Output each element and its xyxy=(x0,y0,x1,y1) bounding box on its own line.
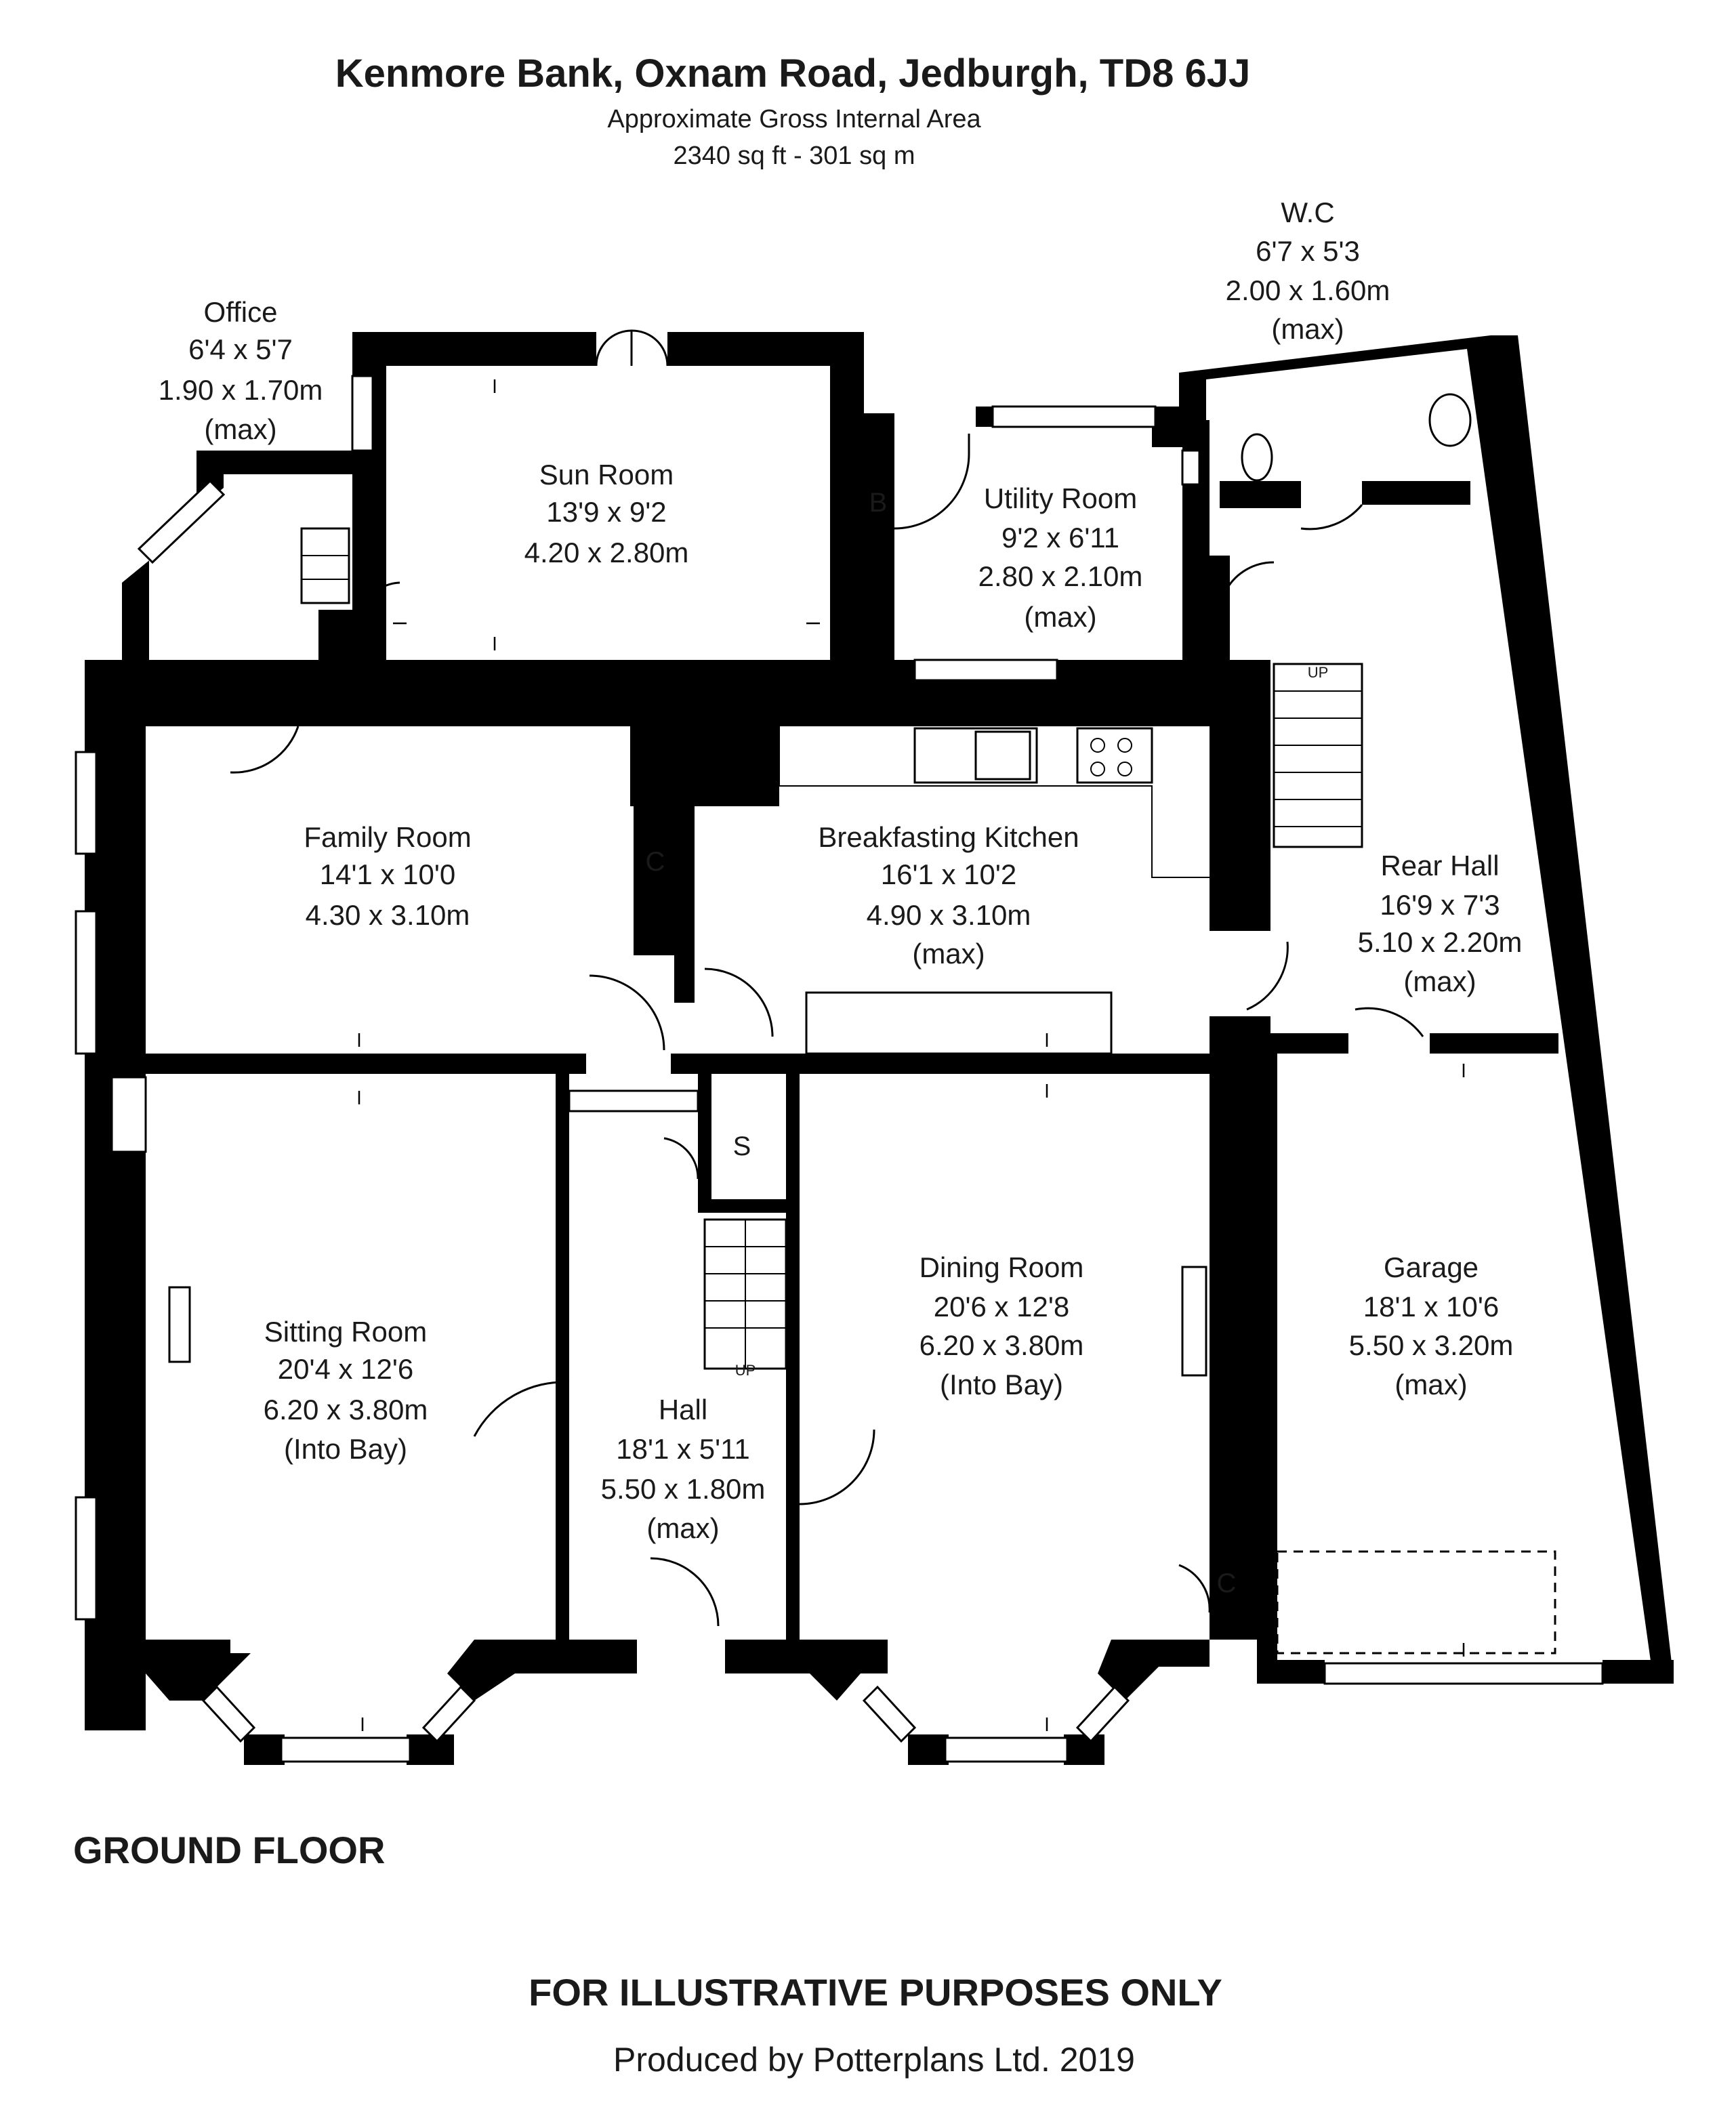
rear-stairs-up-label: UP xyxy=(1308,664,1329,681)
room-metric: 2.00 x 1.60m xyxy=(1226,274,1390,306)
room-note: (Into Bay) xyxy=(284,1433,407,1465)
room-garage: Garage 18'1 x 10'6 5.50 x 3.20m (max) xyxy=(1349,1251,1514,1400)
room-name: Sun Room xyxy=(539,459,674,491)
room-hall: Hall 18'1 x 5'11 5.50 x 1.80m (max) xyxy=(601,1394,766,1544)
room-metric: 4.90 x 3.10m xyxy=(867,899,1031,931)
room-metric: 6.20 x 3.80m xyxy=(264,1394,428,1426)
room-breakfasting-kitchen: Breakfasting Kitchen 16'1 x 10'2 4.90 x … xyxy=(818,821,1079,970)
disclaimer: FOR ILLUSTRATIVE PURPOSES ONLY xyxy=(529,1971,1222,2014)
room-metric: 4.20 x 2.80m xyxy=(524,537,689,568)
room-office: Office 6'4 x 5'7 1.90 x 1.70m (max) xyxy=(159,296,323,445)
plan-title: Kenmore Bank, Oxnam Road, Jedburgh, TD8 … xyxy=(335,51,1250,96)
hall-stairs-up-label: UP xyxy=(735,1362,756,1379)
room-note: (max) xyxy=(1271,313,1344,345)
room-name: Utility Room xyxy=(984,482,1137,514)
plan-area: 2340 sq ft - 301 sq m xyxy=(674,142,915,170)
room-note: (max) xyxy=(204,413,276,445)
room-note: (max) xyxy=(912,938,985,970)
room-imperial: 6'7 x 5'3 xyxy=(1256,235,1360,267)
room-note: (max) xyxy=(1024,601,1096,633)
room-metric: 5.50 x 3.20m xyxy=(1349,1329,1514,1361)
windows-and-doors xyxy=(75,329,1604,1763)
family-cupboard-label: C xyxy=(646,847,665,877)
room-note: (max) xyxy=(1403,965,1476,997)
dimension-ticks xyxy=(358,379,1465,1731)
room-metric: 2.80 x 2.10m xyxy=(978,560,1143,592)
room-name: Rear Hall xyxy=(1380,850,1499,881)
room-metric: 1.90 x 1.70m xyxy=(159,374,323,406)
room-name: Office xyxy=(204,296,278,328)
room-note: (max) xyxy=(1394,1369,1467,1400)
room-imperial: 14'1 x 10'0 xyxy=(320,858,456,890)
room-name: Breakfasting Kitchen xyxy=(818,821,1079,853)
floor-label: GROUND FLOOR xyxy=(73,1829,385,1871)
producer-credit: Produced by Potterplans Ltd. 2019 xyxy=(613,2041,1135,2079)
room-imperial: 20'4 x 12'6 xyxy=(278,1353,414,1385)
room-dining-room: Dining Room 20'6 x 12'8 6.20 x 3.80m (In… xyxy=(919,1251,1084,1400)
room-sitting-room: Sitting Room 20'4 x 12'6 6.20 x 3.80m (I… xyxy=(264,1316,428,1465)
room-imperial: 16'1 x 10'2 xyxy=(881,858,1017,890)
room-imperial: 13'9 x 9'2 xyxy=(546,496,666,528)
plan-subtitle: Approximate Gross Internal Area xyxy=(607,105,981,133)
room-name: Family Room xyxy=(304,821,471,853)
room-name: Dining Room xyxy=(919,1251,1084,1283)
room-wc: W.C 6'7 x 5'3 2.00 x 1.60m (max) xyxy=(1226,196,1390,345)
room-family-room: Family Room 14'1 x 10'0 4.30 x 3.10m xyxy=(304,821,471,931)
room-imperial: 16'9 x 7'3 xyxy=(1380,889,1500,921)
room-name: Hall xyxy=(659,1394,707,1426)
room-metric: 4.30 x 3.10m xyxy=(306,899,470,931)
room-name: Sitting Room xyxy=(264,1316,427,1348)
boiler-label: B xyxy=(869,488,888,518)
room-imperial: 18'1 x 5'11 xyxy=(616,1433,749,1465)
room-metric: 6.20 x 3.80m xyxy=(919,1329,1084,1361)
room-imperial: 9'2 x 6'11 xyxy=(1001,522,1119,554)
dining-cupboard-label: C xyxy=(1217,1568,1237,1598)
room-name: Garage xyxy=(1384,1251,1479,1283)
store-label: S xyxy=(733,1131,751,1161)
room-imperial: 6'4 x 5'7 xyxy=(188,333,293,365)
room-note: (max) xyxy=(646,1512,719,1544)
fixtures xyxy=(168,393,1472,1377)
room-imperial: 18'1 x 10'6 xyxy=(1363,1291,1500,1323)
room-name: W.C xyxy=(1281,196,1334,228)
room-imperial: 20'6 x 12'8 xyxy=(934,1291,1070,1323)
room-metric: 5.50 x 1.80m xyxy=(601,1473,766,1505)
room-rear-hall: Rear Hall 16'9 x 7'3 5.10 x 2.20m (max) xyxy=(1358,850,1523,997)
room-utility-room: Utility Room 9'2 x 6'11 2.80 x 2.10m (ma… xyxy=(978,482,1143,633)
room-note: (Into Bay) xyxy=(940,1369,1063,1400)
room-sun-room: Sun Room 13'9 x 9'2 4.20 x 2.80m xyxy=(524,459,689,568)
room-metric: 5.10 x 2.20m xyxy=(1358,926,1523,958)
